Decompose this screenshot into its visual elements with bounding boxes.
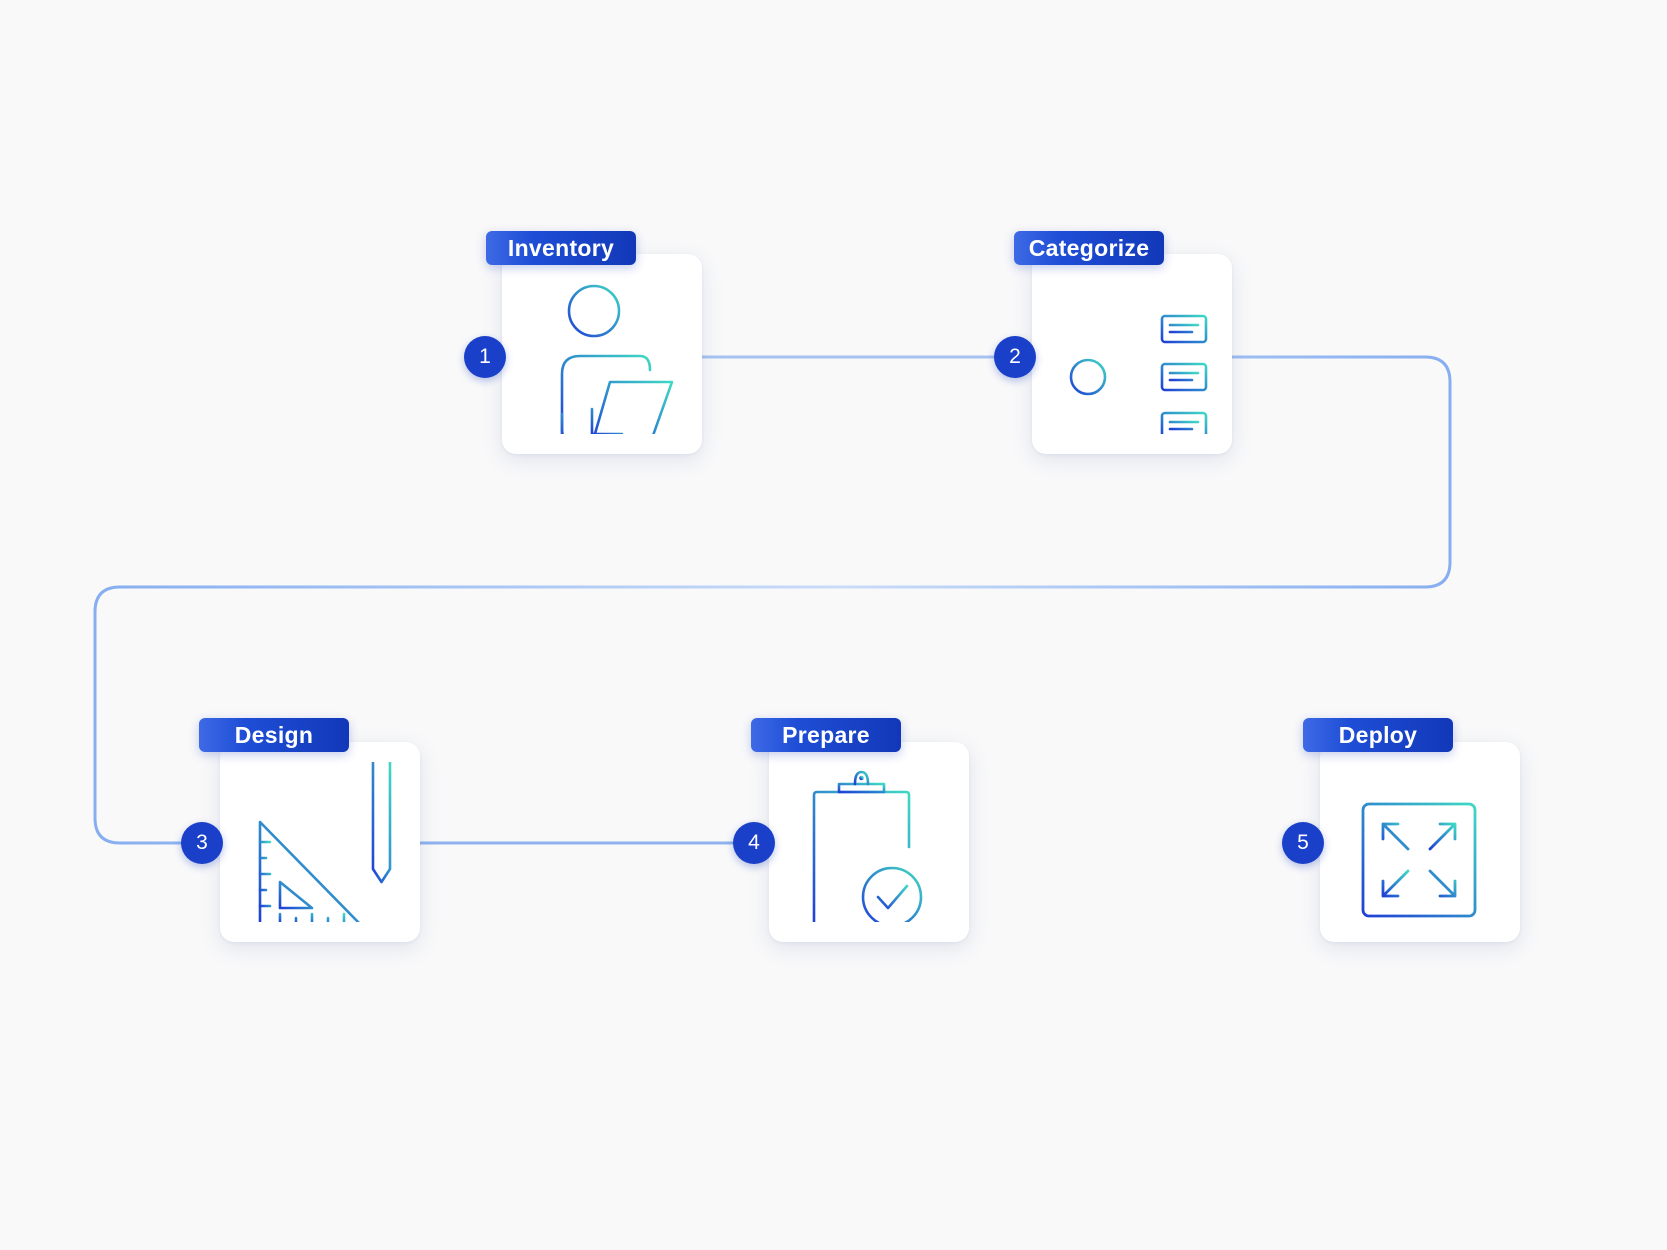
step-card-deploy: [1320, 742, 1520, 942]
connector-2-3: [93, 355, 1452, 845]
step-number-badge-2: 2: [994, 336, 1036, 378]
step-label-design: Design: [199, 718, 349, 752]
step-card-categorize: [1032, 254, 1232, 454]
step-label-deploy: Deploy: [1303, 718, 1453, 752]
step-number-badge-1: 1: [464, 336, 506, 378]
step-number-badge-4: 4: [733, 822, 775, 864]
set-square-pencil-icon: [258, 762, 392, 922]
clipboard-check-icon: [812, 770, 923, 922]
step-card-inventory: [502, 254, 702, 454]
step-label-categorize: Categorize: [1014, 231, 1164, 265]
step-card-design: [220, 742, 420, 942]
person-with-document-icon: [560, 284, 674, 434]
expand-arrows-icon: [1361, 802, 1477, 918]
hierarchy-tree-icon: [1069, 314, 1208, 434]
step-label-inventory: Inventory: [486, 231, 636, 265]
step-card-prepare: [769, 742, 969, 942]
step-label-prepare: Prepare: [751, 718, 901, 752]
step-number-badge-5: 5: [1282, 822, 1324, 864]
step-number-badge-3: 3: [181, 822, 223, 864]
